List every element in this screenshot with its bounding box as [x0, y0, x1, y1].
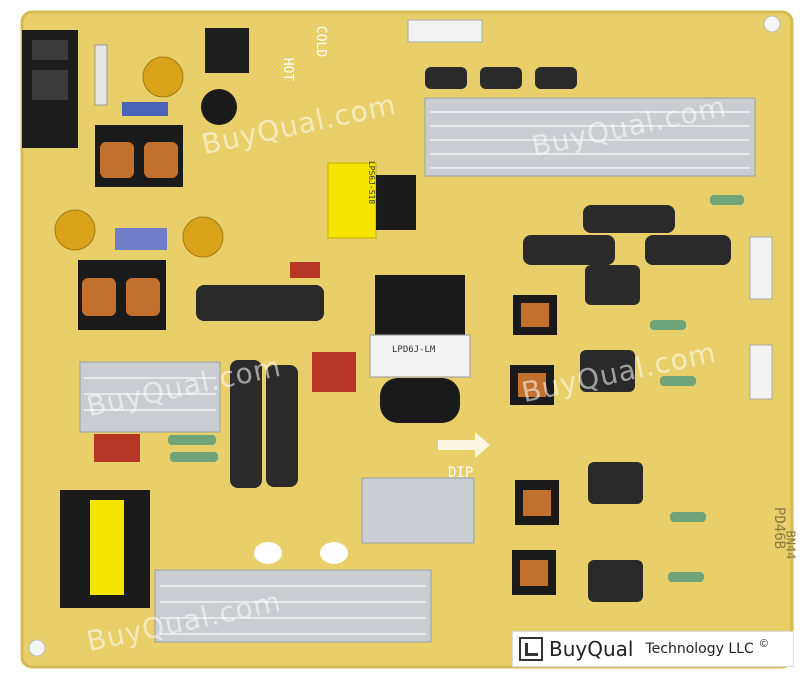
- standoff: [320, 542, 348, 564]
- resistor: [660, 376, 696, 386]
- resistor: [650, 320, 686, 330]
- x-capacitor: [122, 102, 168, 116]
- capacitor: [230, 360, 262, 488]
- brand-name: BuyQual: [549, 637, 634, 661]
- capacitor: [588, 560, 643, 602]
- connector: [749, 344, 773, 400]
- y-capacitor: [142, 56, 184, 98]
- capacitor: [480, 67, 522, 89]
- logo-icon: [519, 637, 543, 661]
- output-inductor: [512, 550, 556, 595]
- standoff: [254, 542, 282, 564]
- brand-logo: BuyQual Technology LLC ©: [512, 631, 794, 667]
- hot-label: HOT: [280, 57, 296, 82]
- part-label: BN44: [783, 530, 798, 560]
- capacitor: [425, 67, 467, 89]
- transformer-label: LPD6J-LM: [392, 345, 436, 355]
- y-capacitor: [182, 216, 224, 258]
- standby-transformer-label: LPS6J-S18: [367, 160, 377, 205]
- x-capacitor: [115, 228, 167, 250]
- film-capacitor: [290, 262, 320, 278]
- connector: [749, 236, 773, 300]
- resistor: [168, 435, 216, 445]
- heatsink: [79, 361, 221, 433]
- dip-label: DIP: [448, 465, 474, 481]
- output-inductor: [510, 365, 554, 405]
- dip-arrow: [438, 432, 490, 458]
- capacitor: [583, 205, 675, 233]
- heatsink: [154, 569, 432, 643]
- resistor: [668, 572, 704, 582]
- resistor: [170, 452, 218, 462]
- capacitor: [196, 285, 324, 321]
- y-capacitor: [54, 209, 96, 251]
- main-transformer: [369, 275, 471, 423]
- copyright-mark: ©: [759, 638, 768, 650]
- capacitor: [645, 235, 731, 265]
- capacitor: [588, 462, 643, 504]
- capacitor: [535, 67, 577, 89]
- capacitor: [266, 365, 298, 487]
- cold-label: COLD: [313, 25, 329, 58]
- output-inductor: [513, 295, 557, 335]
- capacitor: [523, 235, 615, 265]
- fuse: [94, 44, 108, 106]
- common-mode-choke: [78, 260, 166, 330]
- connector: [407, 19, 483, 43]
- film-capacitor: [312, 352, 356, 392]
- common-mode-choke: [95, 125, 183, 187]
- mount-hole: [763, 15, 781, 33]
- output-inductor: [515, 480, 559, 525]
- standby-transformer: [327, 162, 377, 239]
- film-capacitor: [94, 434, 140, 462]
- heatsink: [361, 477, 475, 544]
- mount-hole: [28, 639, 46, 657]
- brand-suffix: Technology LLC: [645, 641, 754, 657]
- capacitor: [585, 265, 640, 305]
- relay: [205, 28, 249, 73]
- resistor: [670, 512, 706, 522]
- capacitor: [580, 350, 635, 392]
- varistor: [201, 89, 237, 125]
- resistor: [710, 195, 744, 205]
